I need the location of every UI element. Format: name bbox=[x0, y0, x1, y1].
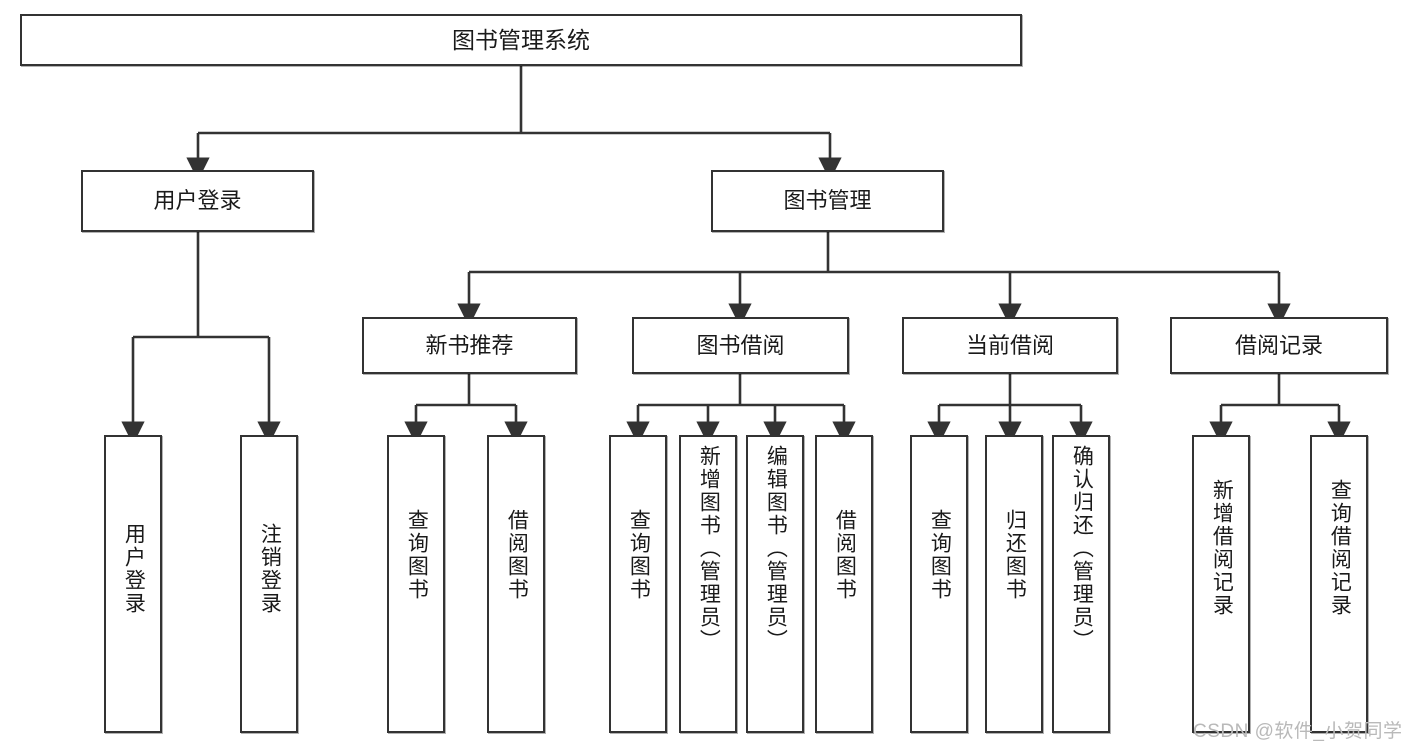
edges-userlogin-to-leaves bbox=[121, 232, 281, 445]
leaf-confirm-return-label: 确认归还（管理员） bbox=[1070, 445, 1094, 652]
leaf-borrow-book-2-label: 借阅图书 bbox=[833, 509, 857, 601]
edges-root-to-level2 bbox=[186, 66, 842, 181]
node-new-book-rec[interactable]: 新书推荐 bbox=[362, 317, 577, 374]
leaf-user-login-label: 用户登录 bbox=[122, 523, 146, 615]
leaf-borrow-book-1-label: 借阅图书 bbox=[505, 509, 529, 601]
leaf-edit-book[interactable]: 编辑图书（管理员） bbox=[746, 435, 804, 733]
leaf-borrow-book-2[interactable]: 借阅图书 bbox=[815, 435, 873, 733]
leaf-return-book-label: 归还图书 bbox=[1003, 509, 1027, 601]
node-user-login[interactable]: 用户登录 bbox=[81, 170, 314, 232]
edges-currentborrow-to-leaves bbox=[927, 374, 1093, 445]
leaf-confirm-return[interactable]: 确认归还（管理员） bbox=[1052, 435, 1110, 733]
node-new-book-rec-label: 新书推荐 bbox=[425, 332, 514, 358]
edges-bookmanage-to-level3 bbox=[457, 232, 1291, 327]
leaf-borrow-book-1[interactable]: 借阅图书 bbox=[487, 435, 545, 733]
leaf-query-record[interactable]: 查询借阅记录 bbox=[1310, 435, 1368, 733]
edges-bookborrow-to-leaves bbox=[626, 374, 856, 445]
node-borrow-record[interactable]: 借阅记录 bbox=[1170, 317, 1388, 374]
leaf-user-logout[interactable]: 注销登录 bbox=[240, 435, 298, 733]
leaf-add-book[interactable]: 新增图书（管理员） bbox=[679, 435, 737, 733]
node-book-borrow-label: 图书借阅 bbox=[696, 332, 785, 358]
leaf-edit-book-label: 编辑图书（管理员） bbox=[764, 445, 788, 652]
leaf-return-book[interactable]: 归还图书 bbox=[985, 435, 1043, 733]
leaf-query-book-2[interactable]: 查询图书 bbox=[609, 435, 667, 733]
node-current-borrow[interactable]: 当前借阅 bbox=[902, 317, 1118, 374]
leaf-query-book-3-label: 查询图书 bbox=[928, 509, 952, 601]
node-book-manage[interactable]: 图书管理 bbox=[711, 170, 944, 232]
leaf-query-record-label: 查询借阅记录 bbox=[1328, 479, 1352, 617]
leaf-add-book-label: 新增图书（管理员） bbox=[697, 445, 721, 652]
edges-borrowrecord-to-leaves bbox=[1209, 374, 1351, 445]
node-root[interactable]: 图书管理系统 bbox=[20, 14, 1022, 66]
node-book-manage-label: 图书管理 bbox=[783, 188, 872, 214]
node-root-label: 图书管理系统 bbox=[452, 26, 590, 53]
leaf-add-record-label: 新增借阅记录 bbox=[1210, 479, 1234, 617]
leaf-query-book-1[interactable]: 查询图书 bbox=[387, 435, 445, 733]
leaf-add-record[interactable]: 新增借阅记录 bbox=[1192, 435, 1250, 733]
leaf-query-book-3[interactable]: 查询图书 bbox=[910, 435, 968, 733]
edges-newbook-to-leaves bbox=[404, 374, 528, 445]
leaf-user-login[interactable]: 用户登录 bbox=[104, 435, 162, 733]
leaf-query-book-2-label: 查询图书 bbox=[627, 509, 651, 601]
leaf-query-book-1-label: 查询图书 bbox=[405, 509, 429, 601]
node-current-borrow-label: 当前借阅 bbox=[965, 332, 1054, 358]
node-book-borrow[interactable]: 图书借阅 bbox=[632, 317, 849, 374]
node-borrow-record-label: 借阅记录 bbox=[1234, 332, 1323, 358]
leaf-user-logout-label: 注销登录 bbox=[258, 523, 282, 615]
node-user-login-label: 用户登录 bbox=[153, 188, 242, 214]
